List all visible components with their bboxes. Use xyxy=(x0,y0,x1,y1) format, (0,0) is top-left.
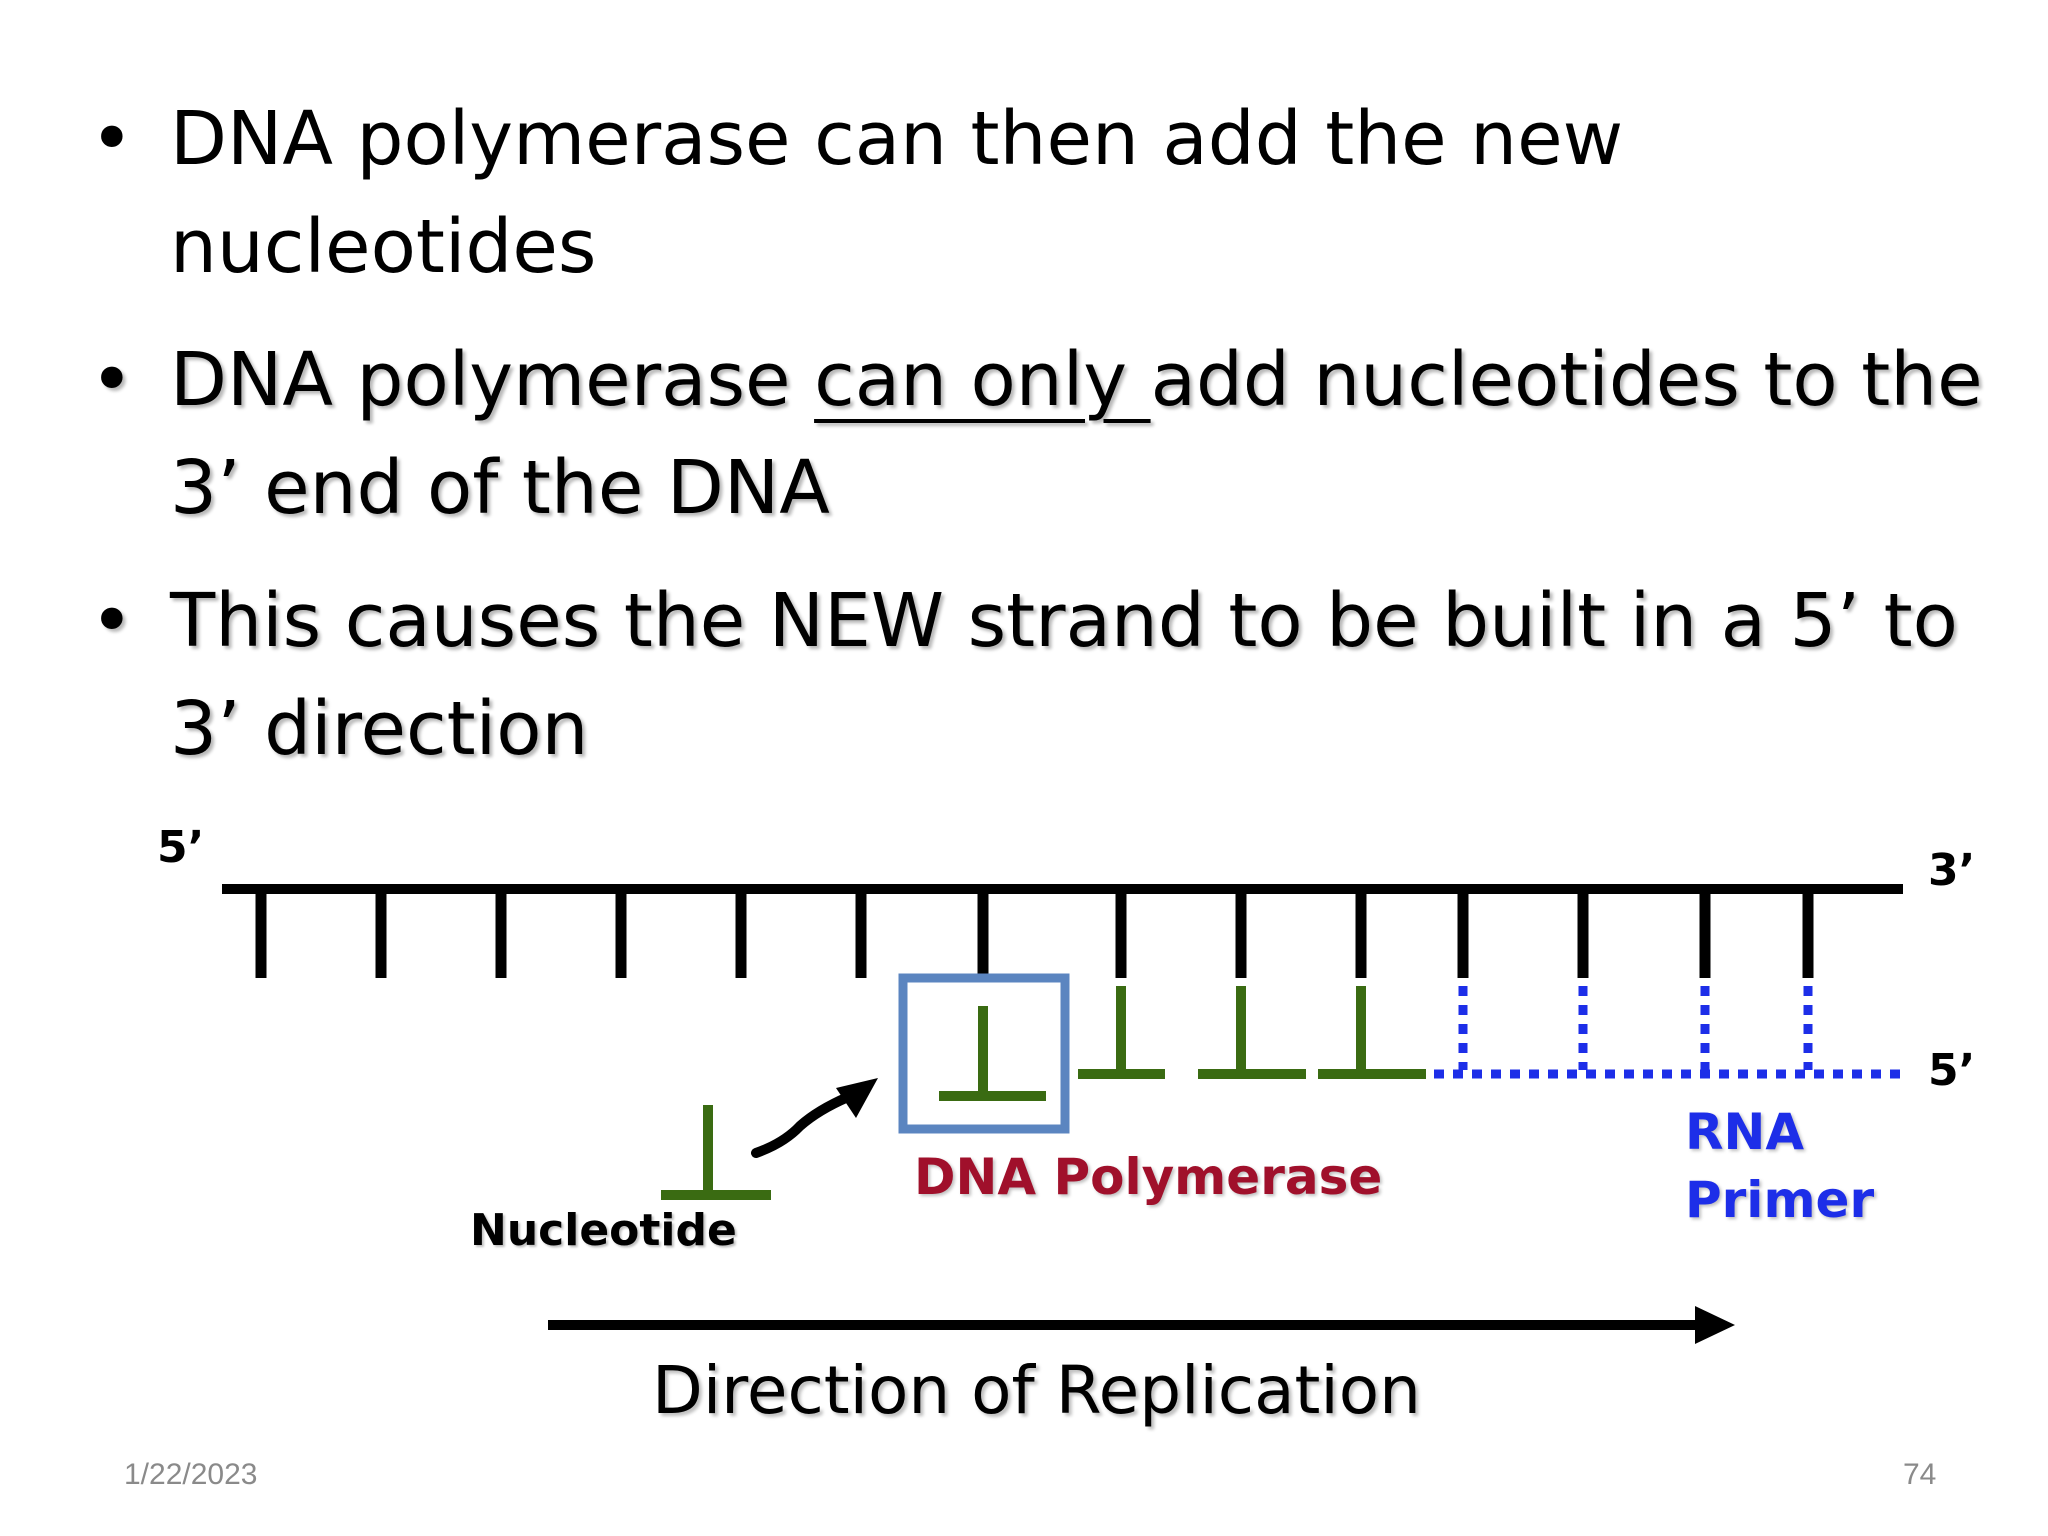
curved-arrow-icon xyxy=(751,1092,853,1158)
bullet-text: This causes the NEW strand to be built i… xyxy=(170,578,1958,772)
bullet-item-3: • This causes the NEW strand to be built… xyxy=(90,567,1990,783)
bullet-list: • DNA polymerase can then add the new nu… xyxy=(90,85,1990,808)
bullet-text-start: DNA polymerase xyxy=(170,337,815,423)
new-strand-5prime-label: 5’ xyxy=(1928,1045,1976,1096)
template-strand-teeth xyxy=(255,889,1814,978)
replication-diagram-graphic xyxy=(222,884,1908,1344)
nucleotide-label: Nucleotide xyxy=(470,1205,737,1256)
bullet-item-2: • DNA polymerase can only add nucleotide… xyxy=(90,326,1990,542)
template-3prime-label: 3’ xyxy=(1928,845,1976,896)
bullet-text-end: add nucleotides to the 3’ end of the DNA xyxy=(170,337,1983,531)
direction-arrow-head-icon xyxy=(1695,1306,1735,1344)
direction-of-replication-label: Direction of Replication xyxy=(652,1352,1421,1429)
rna-primer-strand xyxy=(1434,986,1908,1079)
dna-polymerase-box xyxy=(898,973,1070,1134)
rna-primer-label: RNA Primer xyxy=(1685,1098,1874,1234)
rna-primer-label-line1: RNA xyxy=(1685,1103,1805,1161)
curved-arrow-head xyxy=(836,1078,878,1118)
footer-date: 1/22/2023 xyxy=(124,1458,258,1491)
bullet-marker: • xyxy=(90,337,134,423)
template-5prime-label: 5’ xyxy=(157,822,205,873)
footer-page-number: 74 xyxy=(1903,1458,1937,1491)
replication-diagram: 5’ 3’ 5’ Nucleotide DNA Polymerase RNA P… xyxy=(0,800,2048,1460)
nucleotide-in-polymerase xyxy=(939,1006,1046,1101)
bullet-marker: • xyxy=(90,96,134,182)
dna-polymerase-label: DNA Polymerase xyxy=(914,1148,1383,1206)
rna-primer-label-line2: Primer xyxy=(1685,1171,1875,1229)
bullet-item-1: • DNA polymerase can then add the new nu… xyxy=(90,85,1990,301)
bullet-text: DNA polymerase can then add the new nucl… xyxy=(170,96,1624,290)
bullet-text-underlined: can only xyxy=(814,337,1151,423)
new-dna-strand xyxy=(1078,986,1426,1079)
free-nucleotide-icon xyxy=(661,1105,771,1200)
bullet-marker: • xyxy=(90,578,134,664)
